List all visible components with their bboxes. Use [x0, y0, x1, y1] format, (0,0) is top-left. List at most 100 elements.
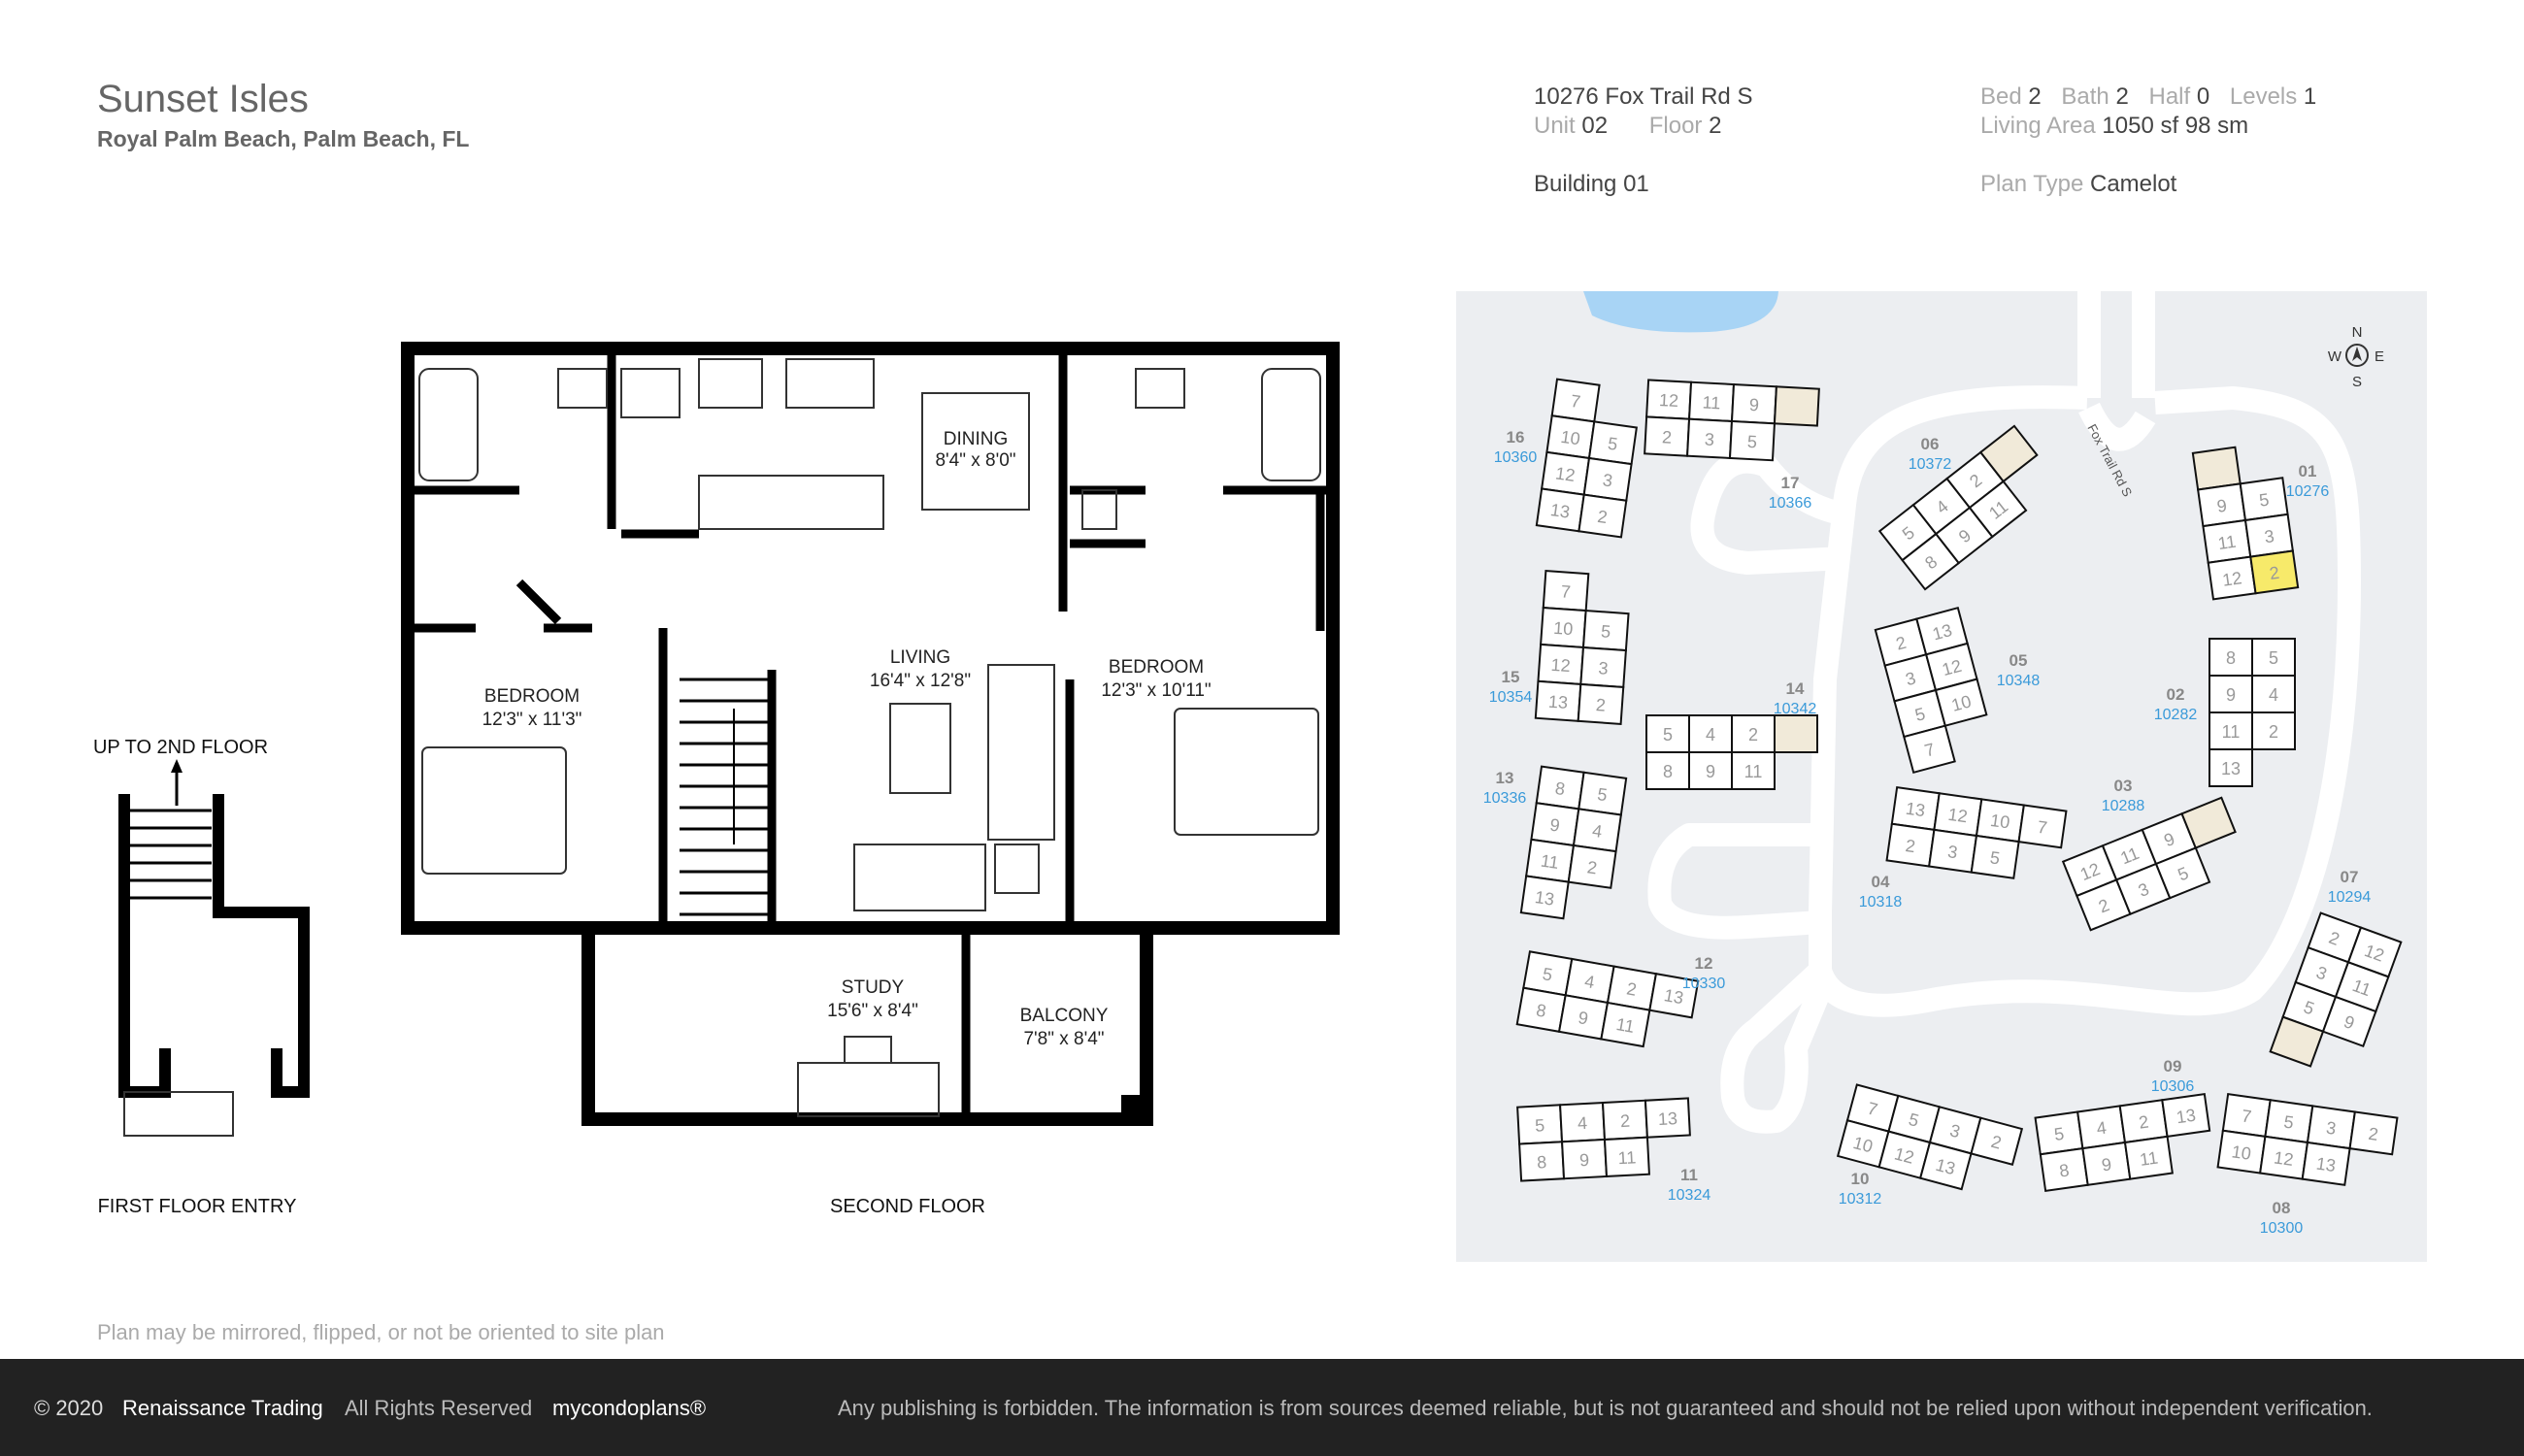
unit-cell[interactable]	[2301, 1141, 2351, 1186]
unit-cell[interactable]	[1918, 1141, 1973, 1191]
building-number: 09	[2164, 1057, 2182, 1075]
unit-cell[interactable]	[2017, 804, 2068, 849]
building-address: 10294	[2328, 889, 2372, 906]
unit-cell[interactable]	[1648, 973, 1700, 1019]
building-address: 10372	[1909, 456, 1952, 473]
unit-cell[interactable]	[2321, 995, 2377, 1048]
unit-cell[interactable]	[2348, 1110, 2399, 1156]
brand-link[interactable]: mycondoplans®	[552, 1396, 707, 1420]
unit-number: 7	[2037, 817, 2049, 838]
bed-value: 2	[2028, 83, 2042, 110]
unit-cell[interactable]	[1728, 419, 1776, 462]
building-number: 14	[1786, 679, 1805, 698]
building-annex	[1773, 385, 1820, 427]
building-address: 10318	[1859, 894, 1903, 910]
company-name[interactable]: Renaissance Trading	[122, 1396, 323, 1420]
unit-cell[interactable]	[2251, 675, 2296, 713]
room-balcony-size: 7'8" x 8'4"	[1023, 1029, 1104, 1049]
unit-cell[interactable]	[1731, 751, 1776, 790]
unit-cell[interactable]	[1603, 1136, 1650, 1177]
unit-cell[interactable]	[1578, 493, 1628, 539]
second-floor-label: SECOND FLOOR	[830, 1196, 985, 1217]
building-annex	[1774, 714, 1818, 753]
unit-number: 10	[1989, 811, 2011, 833]
unit-number: 4	[2095, 1118, 2108, 1139]
plan-type-row: Plan Type Camelot	[1980, 171, 2176, 198]
roads[interactable]	[1647, 291, 2361, 1134]
unit-cell[interactable]	[1970, 834, 2020, 879]
unit-number: 5	[1607, 434, 1619, 454]
building-annex	[2269, 1015, 2325, 1068]
unit-cell[interactable]	[1688, 751, 1733, 790]
bath-label: Bath	[2061, 83, 2109, 110]
unit-number: 4	[1578, 1113, 1588, 1133]
unit-cell[interactable]	[2251, 638, 2296, 677]
unit-cell[interactable]	[2208, 748, 2253, 787]
unit-number: 3	[1947, 1120, 1962, 1142]
unit-number: 12	[2221, 568, 2243, 590]
unit-cell[interactable]	[1688, 714, 1733, 753]
unit-number: 13	[2175, 1106, 2198, 1128]
unit-cell[interactable]	[2249, 549, 2300, 595]
orientation-disclaimer: Plan may be mirrored, flipped, or not be…	[97, 1320, 665, 1344]
exterior-walls	[401, 342, 1340, 1126]
bed-bath-row: Bed 2 Bath 2 Half 0 Levels 1	[1980, 83, 2316, 111]
unit-cell[interactable]	[1970, 1116, 2024, 1167]
unit-cell[interactable]	[1968, 480, 2028, 539]
unit-cell[interactable]	[2251, 711, 2296, 750]
building-address: 10324	[1668, 1187, 1711, 1204]
legal-notice: Any publishing is forbidden. The informa…	[838, 1396, 2373, 1420]
unit-cell[interactable]	[1903, 724, 1956, 775]
building-address: 10300	[2260, 1220, 2304, 1237]
unit-cell[interactable]	[2154, 846, 2211, 900]
unit-number: 11	[1702, 392, 1721, 413]
unit-number: 5	[1541, 964, 1553, 984]
unit-number: 11	[1540, 851, 1560, 873]
building-address: 10336	[1483, 790, 1527, 807]
unit-number: 8	[2226, 648, 2236, 668]
floor-plan: DINING 8'4" x 8'0" LIVING 16'4" x 12'8" …	[93, 342, 1340, 1217]
unit-number: 9	[2101, 1154, 2113, 1175]
unit-number: 12	[1550, 655, 1571, 676]
unit-number: 2	[1586, 857, 1599, 877]
levels-value: 1	[2303, 83, 2317, 110]
unit-cell[interactable]	[1934, 678, 1988, 727]
unit-floor-row: Unit 02 Floor 2	[1534, 113, 1721, 140]
unit-cell[interactable]	[2123, 1135, 2174, 1180]
plan-type-label: Plan Type	[1980, 171, 2084, 197]
half-value: 0	[2196, 83, 2210, 110]
unit-cell[interactable]	[1567, 844, 1617, 889]
unit-number: 13	[1547, 692, 1568, 712]
room-study-size: 15'6" x 8'4"	[827, 1001, 918, 1021]
unit-cell[interactable]	[1645, 714, 1690, 753]
unit-cell[interactable]	[1577, 682, 1625, 725]
unit-cell[interactable]	[1519, 875, 1570, 920]
room-living-name: LIVING	[890, 647, 950, 668]
unit-cell[interactable]	[1645, 751, 1690, 790]
footer: © 2020 Renaissance Trading All Rights Re…	[0, 1359, 2524, 1456]
unit-cell[interactable]	[1644, 1097, 1691, 1139]
first-floor-entry-walls	[118, 794, 310, 1098]
building-number: 01	[2299, 462, 2317, 480]
unit-cell[interactable]	[1600, 1001, 1651, 1048]
unit-number: 7	[1560, 581, 1571, 602]
unit-cell[interactable]	[2161, 1092, 2211, 1139]
